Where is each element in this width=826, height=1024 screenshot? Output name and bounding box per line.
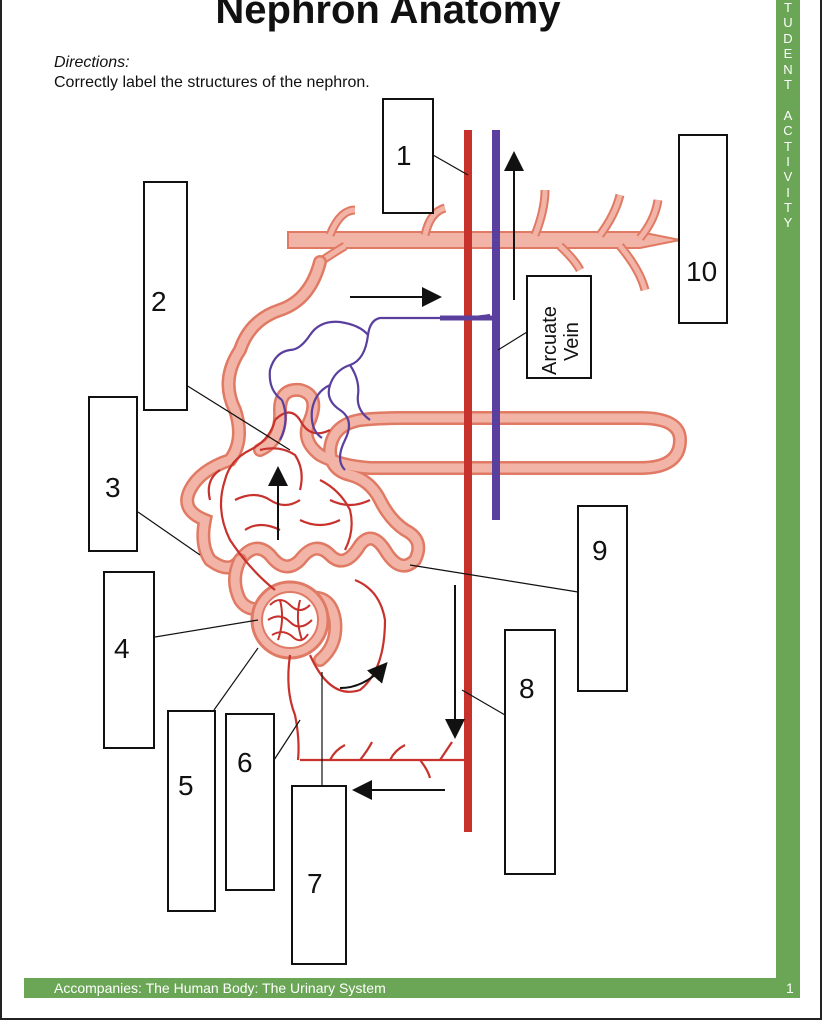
side-letter: I — [786, 184, 790, 200]
footer-text: Accompanies: The Human Body: The Urinary… — [54, 980, 386, 996]
side-letter: T — [784, 138, 792, 154]
arcuate-vein-label-box — [526, 275, 592, 379]
label-number-3: 3 — [105, 472, 121, 503]
label-box-3[interactable] — [88, 396, 138, 552]
side-letter: T — [784, 76, 792, 92]
arcuate-vein-label-line2: Vein — [561, 322, 583, 361]
label-box-1[interactable] — [382, 98, 434, 214]
label-number-7: 7 — [307, 868, 323, 899]
page-number: 1 — [786, 980, 794, 996]
label-box-4[interactable] — [103, 571, 155, 749]
label-number-2: 2 — [151, 286, 167, 317]
flow-arrows — [268, 151, 524, 800]
label-box-2[interactable] — [143, 181, 188, 411]
page-title: Nephron Anatomy — [215, 0, 561, 32]
label-number-4: 4 — [114, 633, 130, 664]
side-letter: V — [783, 169, 793, 185]
side-letter: C — [783, 123, 793, 139]
side-letter: U — [783, 15, 793, 31]
label-box-5[interactable] — [167, 710, 216, 912]
label-number-10: 10 — [686, 256, 718, 287]
leader-lines — [137, 154, 579, 787]
side-letter: Y — [783, 215, 793, 231]
arcuate-vein-label: Arcuate Vein — [539, 306, 583, 375]
label-box-8[interactable] — [504, 629, 556, 875]
label-box-9[interactable] — [577, 505, 628, 692]
arcuate-vein-label-line1: Arcuate — [539, 306, 561, 375]
nephron-diagram — [137, 130, 688, 832]
label-number-9: 9 — [592, 535, 608, 566]
side-letter: T — [784, 200, 792, 216]
peritubular-capillaries — [207, 411, 470, 779]
label-number-5: 5 — [178, 770, 194, 801]
side-letter — [776, 92, 800, 107]
side-letter: T — [784, 0, 792, 15]
footer-bar — [24, 978, 800, 998]
glomerulus — [250, 580, 330, 660]
side-letter: D — [783, 30, 793, 46]
label-box-10[interactable] — [678, 134, 728, 324]
label-number-8: 8 — [519, 673, 535, 704]
side-letter: N — [783, 61, 793, 77]
arcuate-artery-branch — [287, 189, 681, 292]
directions-label: Directions: — [54, 54, 130, 71]
venous-network — [268, 313, 491, 471]
directions-text: Correctly label the structures of the ne… — [54, 74, 370, 91]
side-letter: I — [786, 153, 790, 169]
label-number-6: 6 — [237, 747, 253, 778]
side-letter: E — [783, 46, 793, 62]
label-box-6[interactable] — [225, 713, 275, 891]
side-band-text: T U D E N T A C T I V I T Y — [776, 0, 800, 231]
side-band — [776, 0, 800, 994]
label-box-7[interactable] — [291, 785, 347, 965]
side-letter: A — [783, 107, 793, 123]
label-number-1: 1 — [396, 140, 412, 171]
